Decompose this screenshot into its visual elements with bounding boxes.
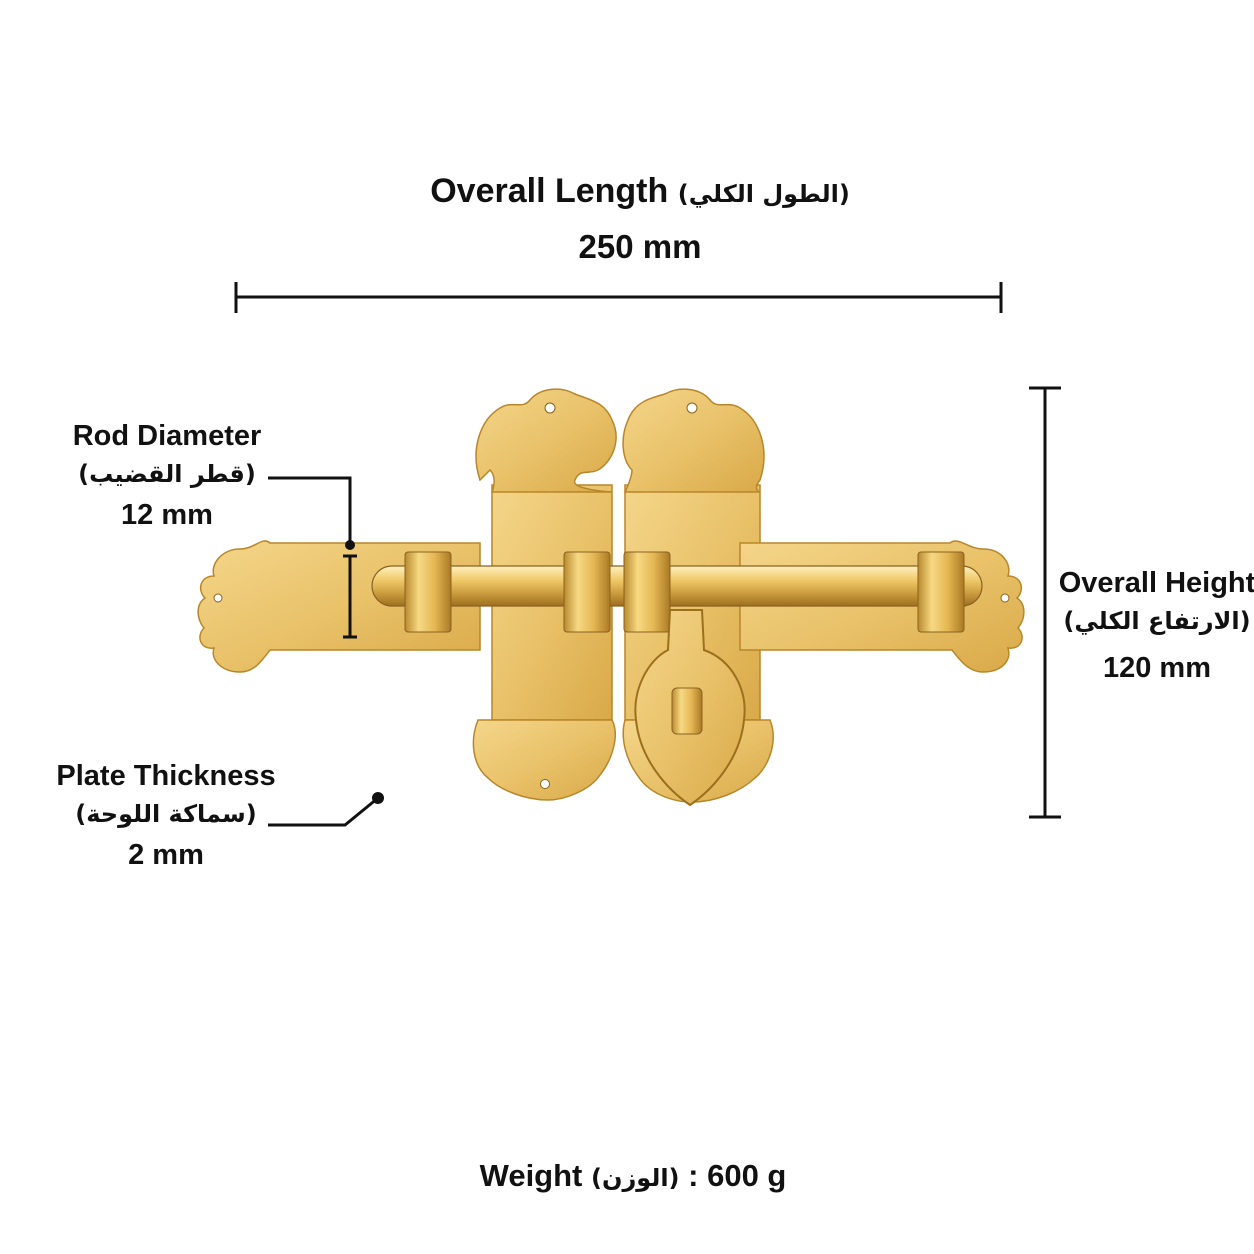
rod-strap-2 <box>563 551 611 633</box>
weight-value: : 600 g <box>688 1158 787 1193</box>
plate-thickness-dot <box>372 792 384 804</box>
overall-height-value: 120 mm <box>1102 652 1212 684</box>
left-plate-bottom-scroll <box>472 719 616 801</box>
right-plate-top-scroll <box>622 388 765 493</box>
rod-strap-4 <box>917 551 965 633</box>
rod-diameter-title-ar: (قطر القضيب) <box>78 460 256 488</box>
overall-length-value: 250 mm <box>578 228 702 265</box>
plate-thickness-leader <box>268 796 379 827</box>
left-plate-top-scroll <box>475 388 617 493</box>
overall-height-title: Overall Height <box>1058 567 1254 599</box>
plate-thickness-title: Plate Thickness <box>56 760 276 792</box>
weight-title-ar: (الوزن) <box>591 1164 680 1192</box>
weight-title: Weight <box>479 1158 583 1193</box>
height-dimension-line <box>1029 386 1061 819</box>
handle-knob <box>671 687 703 735</box>
rod-diameter-title: Rod Diameter <box>72 420 262 452</box>
length-dimension-line <box>234 282 1003 313</box>
plate-thickness-title-ar: (سماكة اللوحة) <box>75 800 257 828</box>
rod-strap-1 <box>404 551 452 633</box>
overall-length-label: Overall Length (الطول الكلي) <box>430 172 850 211</box>
rod-strap-3 <box>623 551 671 633</box>
overall-length-title-ar: (الطول الكلي) <box>677 180 850 208</box>
bolt-rod <box>371 565 983 607</box>
rod-diameter-leader <box>268 476 357 639</box>
brass-latch-icon <box>197 388 1025 807</box>
rod-diameter-value: 12 mm <box>121 499 213 531</box>
overall-height-title-ar: (الارتفاع الكلي) <box>1063 607 1251 635</box>
plate-thickness-value: 2 mm <box>128 839 204 871</box>
rod-diameter-dot <box>345 540 355 550</box>
weight-label: Weight (الوزن) : 600 g <box>480 1158 787 1194</box>
overall-length-title: Overall Length <box>430 172 669 210</box>
